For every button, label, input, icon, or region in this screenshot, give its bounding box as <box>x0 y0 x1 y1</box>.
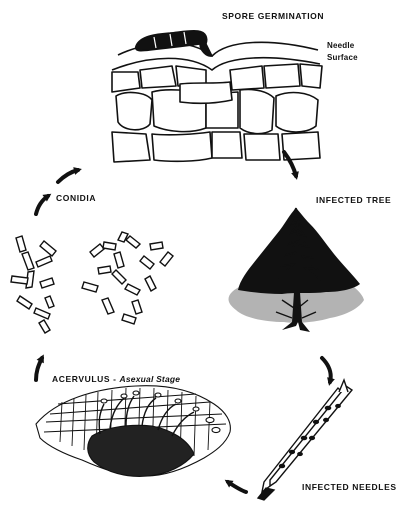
arrow-conidia-up-1 <box>36 196 48 214</box>
needle-surface-cells <box>112 42 322 162</box>
needle-surface-label-line1: Needle <box>327 41 354 50</box>
arrow-to-acervulus <box>228 482 246 492</box>
acervulus-label: ACERVULUS - Asexual Stage <box>52 374 180 384</box>
conidia-label: CONIDIA <box>56 193 96 203</box>
spore-germination-label: SPORE GERMINATION <box>222 11 324 21</box>
needle-surface-label-line2: Surface <box>327 53 358 62</box>
infected-tree <box>229 208 364 332</box>
arrow-to-needles <box>322 358 331 382</box>
infected-tree-label: INFECTED TREE <box>316 195 391 205</box>
conidia-spores <box>11 232 173 333</box>
acervulus-section <box>36 386 230 477</box>
germinating-spore <box>136 31 212 56</box>
asexual-stage-label: Asexual Stage <box>120 374 181 384</box>
acervulus-word: ACERVULUS <box>52 374 110 384</box>
arrow-to-conidia <box>36 358 42 380</box>
infected-needles-label: INFECTED NEEDLES <box>302 482 397 492</box>
arrow-conidia-up-2 <box>58 170 78 182</box>
acervulus-dash: - <box>110 374 119 384</box>
